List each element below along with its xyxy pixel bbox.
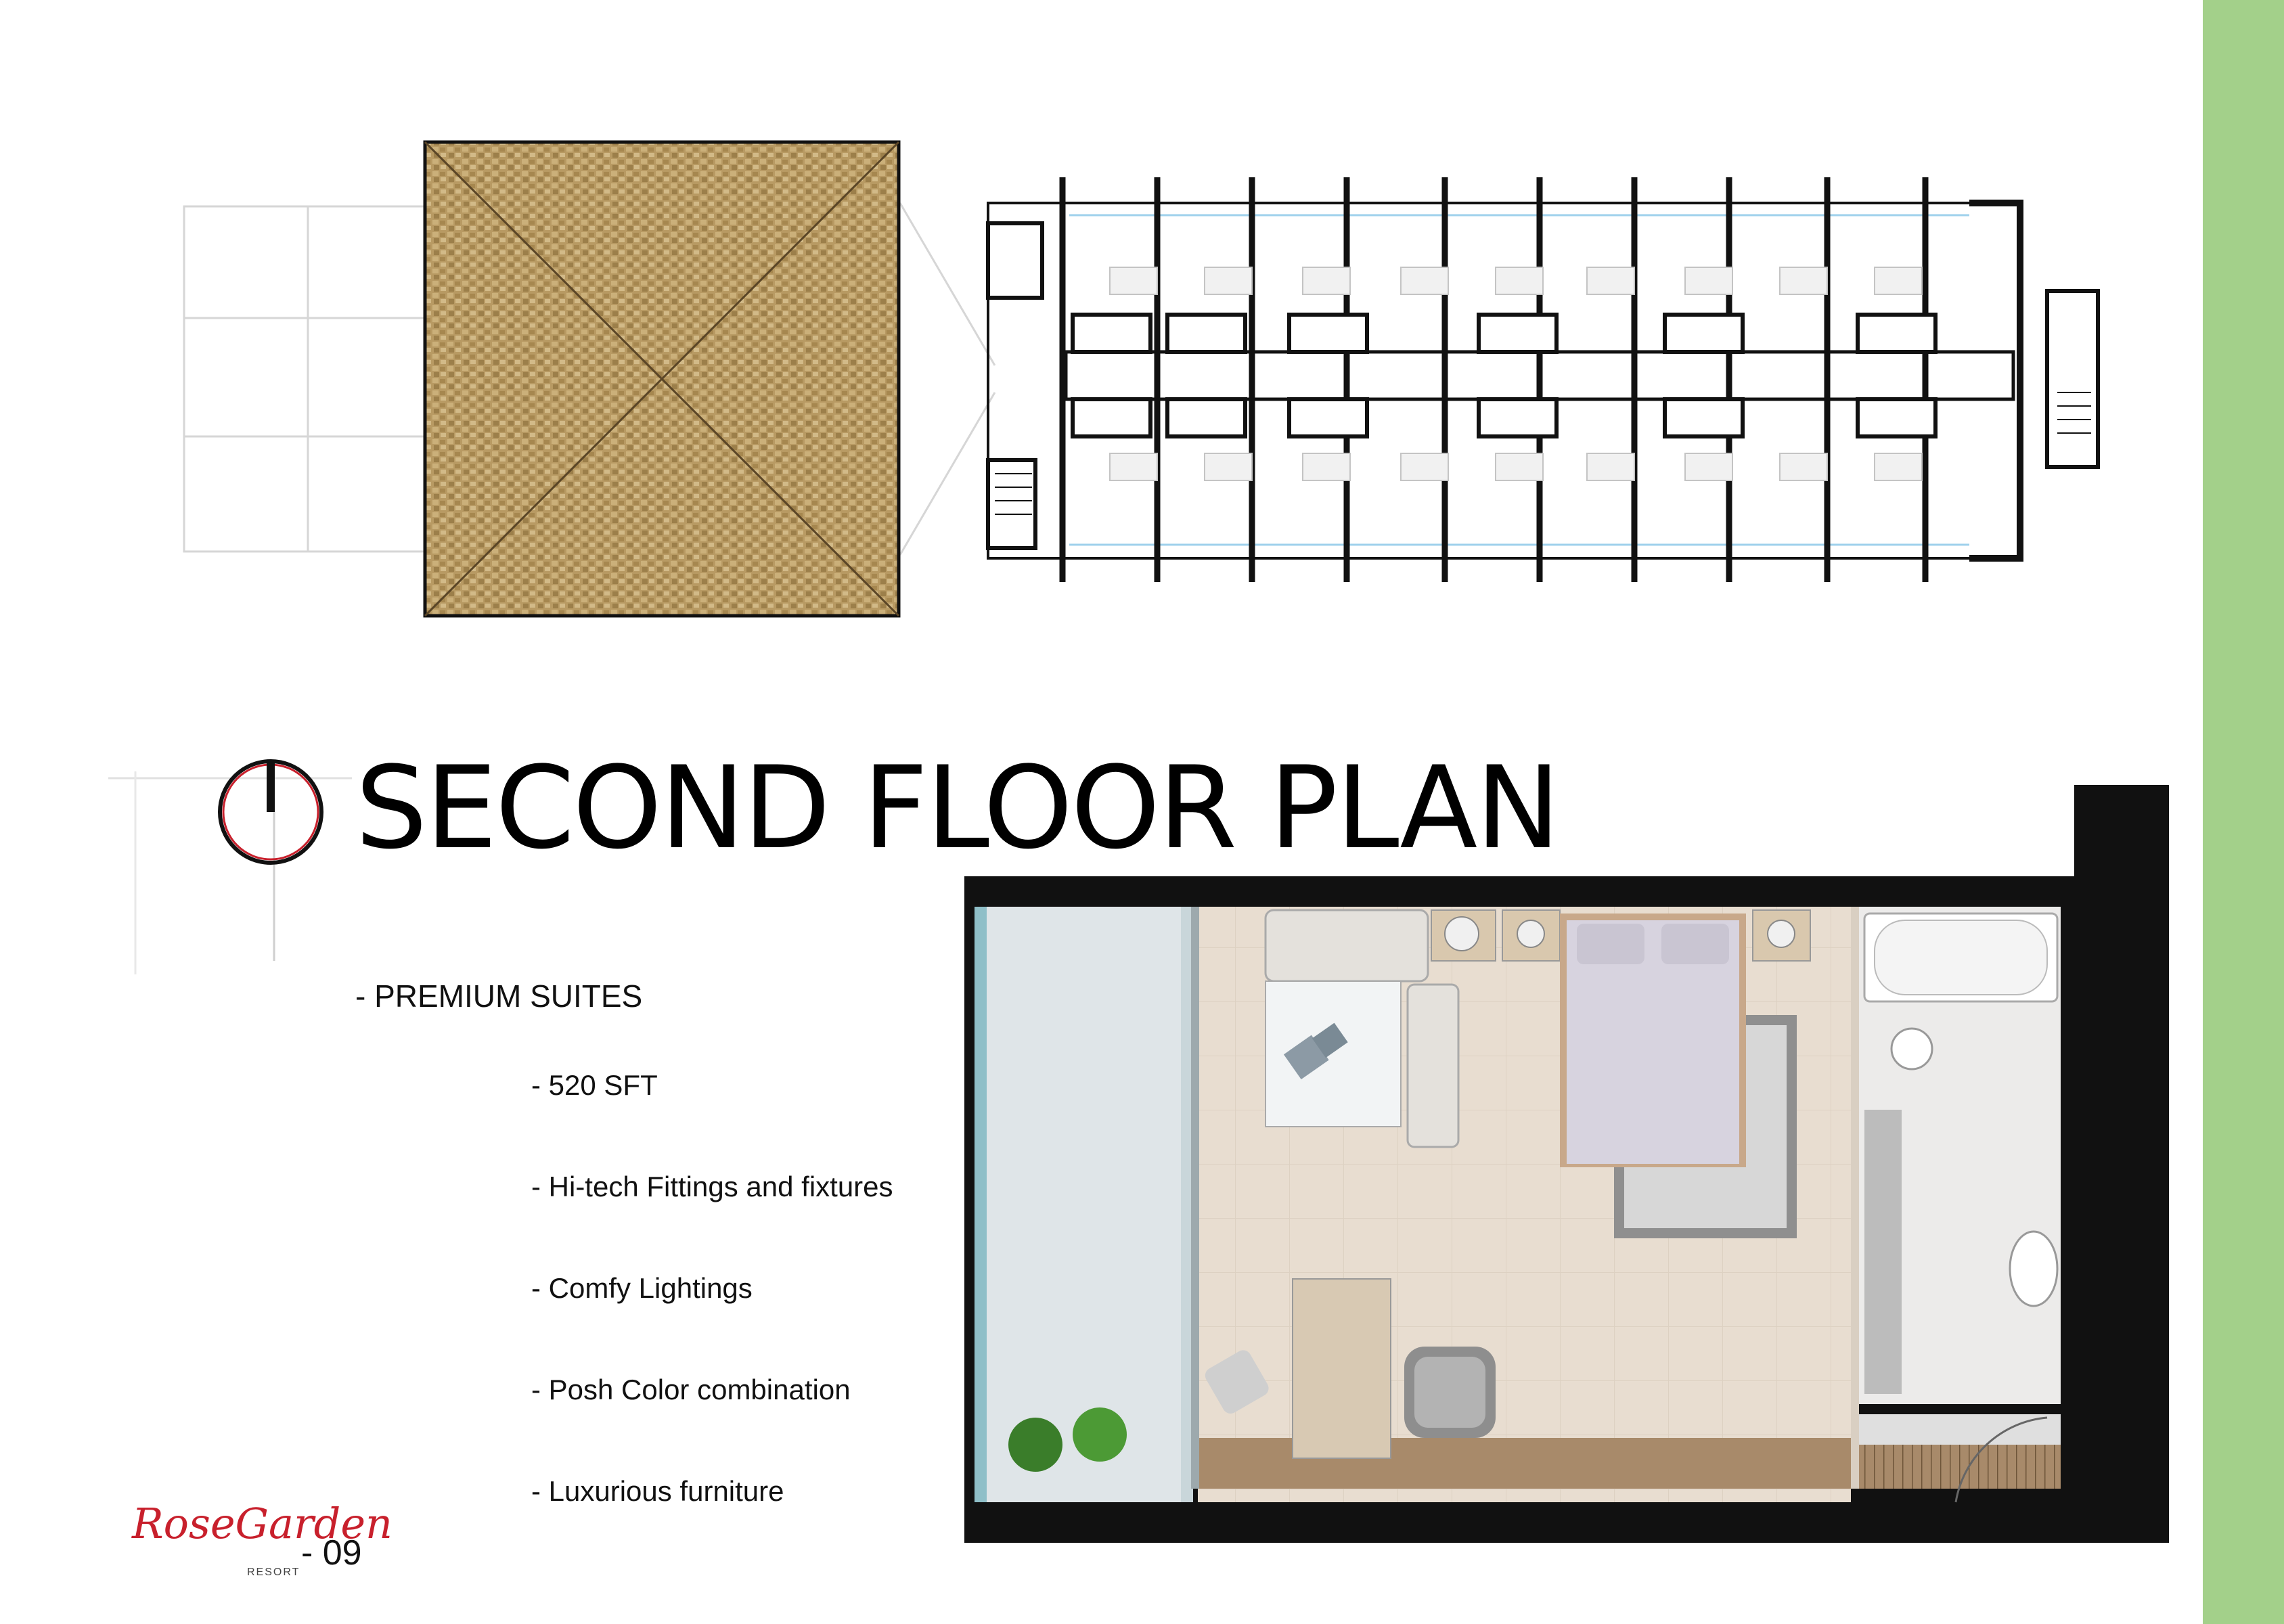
resort-logo: RoseGarden RESORT xyxy=(132,1492,393,1594)
roof-plan xyxy=(423,140,901,618)
building-floor-plan xyxy=(183,140,2100,618)
logo-subtext: RESORT xyxy=(247,1566,300,1578)
north-arrow-icon xyxy=(108,759,352,974)
feature-item: - Comfy Lightings xyxy=(531,1272,753,1304)
feature-list: - 520 SFT - Hi-tech Fittings and fixture… xyxy=(531,1069,893,1577)
suite-floor-plan xyxy=(964,785,2169,1543)
page-title: SECOND FLOOR PLAN xyxy=(355,742,1561,874)
suite-heading: - PREMIUM SUITES xyxy=(355,978,643,1014)
feature-item: - Posh Color combination xyxy=(531,1374,851,1405)
feature-item: - Luxurious furniture xyxy=(531,1475,784,1507)
feature-item: - Hi-tech Fittings and fixtures xyxy=(531,1171,893,1202)
corridor-floor-plan xyxy=(986,177,2100,582)
feature-item: - 520 SFT xyxy=(531,1069,658,1101)
logo-wordmark: RoseGarden xyxy=(132,1499,393,1548)
accent-sidebar xyxy=(2203,0,2284,1624)
page-number: - 09 xyxy=(301,1533,362,1573)
